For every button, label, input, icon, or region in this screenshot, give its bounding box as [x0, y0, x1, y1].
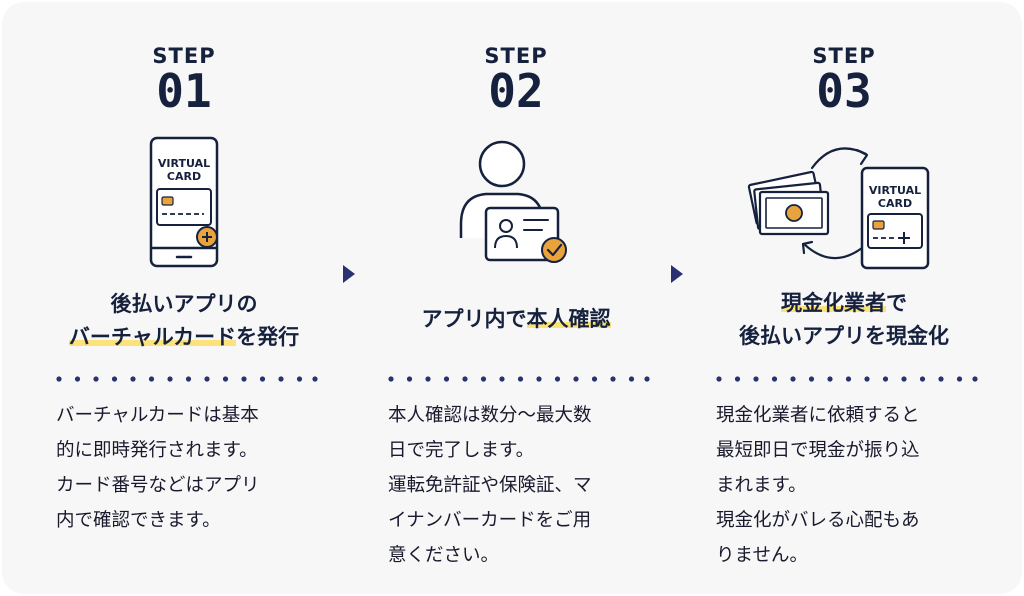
- title-highlight: 本人確認: [526, 307, 611, 331]
- title-pre: アプリ内で: [421, 307, 527, 331]
- step-number: 03: [816, 64, 872, 118]
- title-highlight: バーチャルカード: [68, 325, 237, 349]
- title-line-1: 現金化業者で: [694, 287, 994, 320]
- step-01: STEP 01 VIRTUAL CARD 後払いアプリの バーチャルカードを発行: [34, 2, 334, 594]
- step-number: 01: [156, 64, 212, 118]
- step-03: STEP 03 VIRTUAL CARD: [694, 2, 994, 594]
- cash-card-exchange-icon: VIRTUAL CARD: [747, 147, 930, 270]
- title-rest: で: [886, 291, 907, 315]
- svg-text:CARD: CARD: [878, 197, 912, 210]
- svg-text:VIRTUAL: VIRTUAL: [158, 157, 210, 170]
- step-description: バーチャルカードは基本 的に即時発行されます。 カード番号などはアプリ 内で確認…: [56, 405, 260, 531]
- dotted-divider: [716, 376, 978, 382]
- step-description: 本人確認は数分〜最大数 日で完了します。 運転免許証や保険証、マ イナンバーカー…: [388, 405, 592, 566]
- title-line-2: バーチャルカードを発行: [34, 321, 334, 354]
- step-label: STEP: [812, 44, 876, 68]
- step-description: 現金化業者に依頼すると 最短即日で現金が振り込 まれます。 現金化がバレる心配も…: [716, 405, 920, 566]
- svg-text:CARD: CARD: [167, 170, 201, 183]
- step-title: アプリ内で本人確認: [366, 303, 666, 336]
- step-label: STEP: [152, 44, 216, 68]
- next-arrow-icon: [671, 265, 683, 283]
- illustration-cash-exchange: VIRTUAL CARD: [694, 134, 994, 274]
- illustration-phone-virtual-card: VIRTUAL CARD: [34, 134, 334, 274]
- svg-text:VIRTUAL: VIRTUAL: [869, 184, 921, 197]
- dotted-divider: [56, 376, 318, 382]
- next-arrow-icon: [343, 265, 355, 283]
- step-title: 後払いアプリの バーチャルカードを発行: [34, 288, 334, 354]
- phone-card-icon: VIRTUAL CARD: [149, 136, 219, 268]
- title-line-2: 後払いアプリを現金化: [739, 324, 949, 348]
- step-title: 現金化業者で 後払いアプリを現金化: [694, 287, 994, 353]
- user-id-card-icon: [459, 140, 567, 263]
- step-label: STEP: [484, 44, 548, 68]
- step-number: 02: [488, 64, 544, 118]
- step-02: STEP 02 アプリ内で本人確認 本人確認は数分〜最大数 日で完了します。: [366, 2, 666, 594]
- dotted-divider: [388, 376, 650, 382]
- title-highlight: 現金化業者: [781, 291, 886, 315]
- title-line-1: 後払いアプリの: [110, 292, 258, 316]
- title-rest: を発行: [236, 325, 300, 349]
- illustration-identity-check: [366, 134, 666, 274]
